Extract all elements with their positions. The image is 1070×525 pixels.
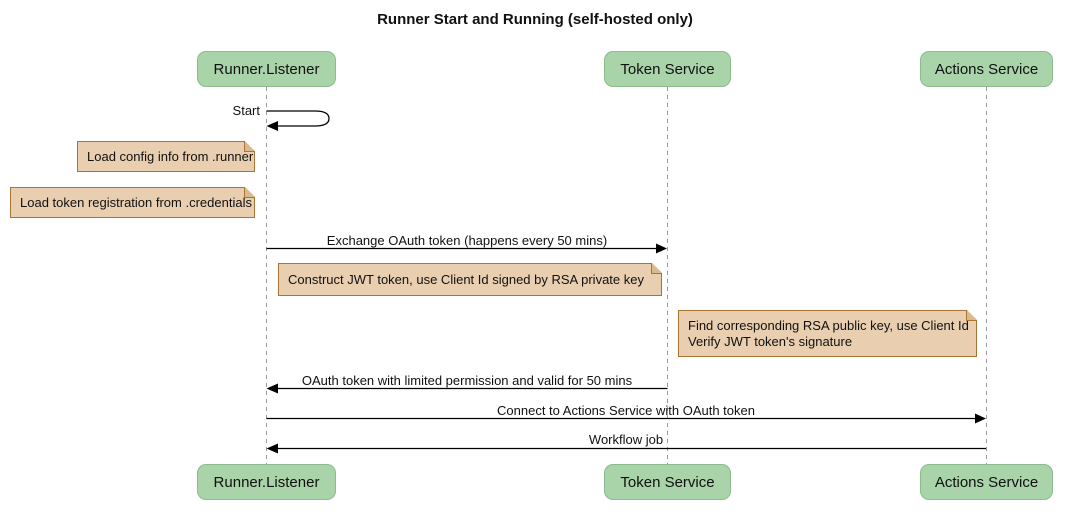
message-label-connect-actions-service: Connect to Actions Service with OAuth to…	[497, 403, 755, 418]
note-text: Load token registration from .credential…	[20, 194, 252, 210]
participant-top-runner-listener: Runner.Listener	[197, 51, 336, 87]
participant-label: Actions Service	[934, 60, 1039, 78]
participant-label: Actions Service	[934, 473, 1039, 491]
note-text: Load config info from .runner	[87, 148, 254, 164]
note-text-line-1: Find corresponding RSA public key, use C…	[688, 317, 969, 333]
participant-bottom-token-service: Token Service	[604, 464, 731, 500]
note-construct-jwt: Construct JWT token, use Client Id signe…	[278, 263, 662, 296]
participant-bottom-actions-service: Actions Service	[920, 464, 1053, 500]
message-label-oauth-token-reply: OAuth token with limited permission and …	[301, 373, 633, 388]
participant-label: Token Service	[620, 60, 715, 78]
participant-top-actions-service: Actions Service	[920, 51, 1053, 87]
note-load-token-registration: Load token registration from .credential…	[10, 187, 255, 218]
participant-top-token-service: Token Service	[604, 51, 731, 87]
message-label-start: Start	[232, 103, 260, 118]
arrowhead-right	[656, 243, 667, 254]
message-label-exchange-oauth-token: Exchange OAuth token (happens every 50 m…	[326, 233, 608, 248]
message-arrow-oauth-token-reply	[266, 383, 668, 394]
participant-label: Token Service	[620, 473, 715, 491]
participant-label: Runner.Listener	[213, 60, 320, 78]
message-label-workflow-job: Workflow job	[588, 432, 664, 447]
arrowhead-left	[266, 383, 278, 394]
note-load-config: Load config info from .runner	[77, 141, 255, 172]
participant-label: Runner.Listener	[213, 473, 320, 491]
participant-bottom-runner-listener: Runner.Listener	[197, 464, 336, 500]
note-verify-jwt: Find corresponding RSA public key, use C…	[678, 310, 977, 357]
note-text: Construct JWT token, use Client Id signe…	[288, 271, 644, 287]
arrowhead-right	[975, 413, 986, 424]
diagram-title: Runner Start and Running (self-hosted on…	[377, 11, 693, 28]
message-arrow-start-self	[266, 110, 330, 131]
arrowhead-left	[266, 443, 278, 454]
note-text-line-2: Verify JWT token's signature	[688, 333, 853, 349]
message-arrow-workflow-job	[266, 443, 986, 454]
arrowhead-left	[266, 121, 278, 131]
message-arrow-connect-actions-service	[266, 413, 986, 424]
message-arrow-exchange-oauth-token	[266, 243, 667, 254]
